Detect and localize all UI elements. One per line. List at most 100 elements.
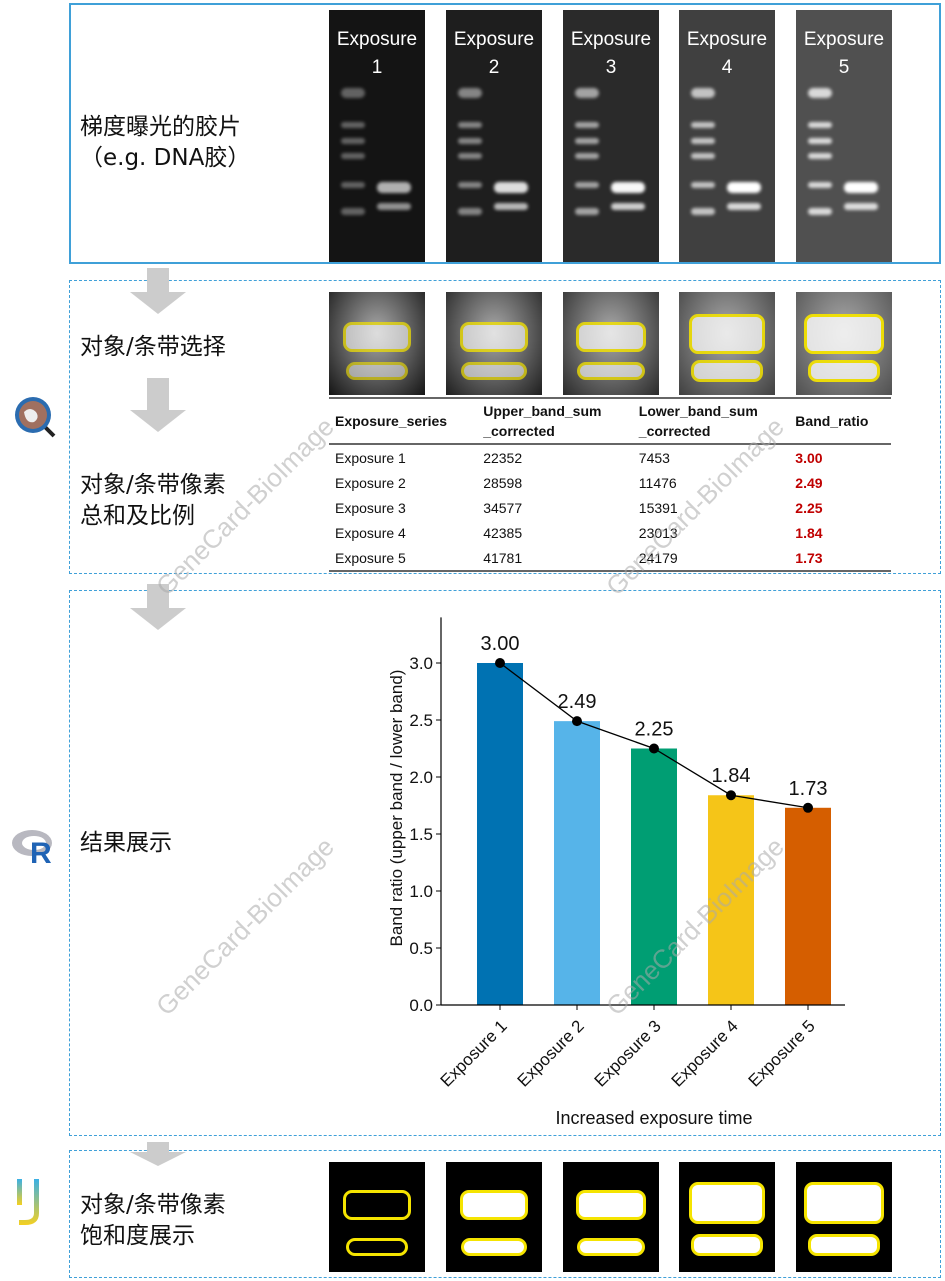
gel-image: Exposure 4 xyxy=(679,10,775,262)
bar xyxy=(631,748,677,1005)
roi-outline-lower xyxy=(808,360,880,382)
table-cell: 23013 xyxy=(638,524,678,541)
y-tick-label: 1.0 xyxy=(409,882,433,901)
ladder-band xyxy=(458,138,482,144)
label-line: 结果展示 xyxy=(80,830,172,856)
imagej-logo-icon xyxy=(17,1179,39,1225)
gel-title: Exposure 4 xyxy=(679,26,775,82)
ladder-band xyxy=(808,88,832,98)
gel-title-word: Exposure xyxy=(803,29,885,50)
data-label: 3.00 xyxy=(481,633,520,655)
ladder-band xyxy=(575,153,599,159)
magnifier-icon xyxy=(15,397,56,438)
column-header: Lower_band_sum _corrected xyxy=(632,397,790,445)
roi-outline-lower xyxy=(346,362,408,380)
ladder-band xyxy=(458,208,482,215)
label-line: 饱和度展示 xyxy=(80,1223,195,1249)
x-tick-label: Exposure 4 xyxy=(668,1016,742,1090)
x-tick-label: Exposure 3 xyxy=(591,1016,665,1090)
y-tick-label: 3.0 xyxy=(409,654,433,673)
ladder-band xyxy=(458,88,482,98)
sample-band xyxy=(727,182,761,193)
ladder-band xyxy=(575,208,599,215)
ladder-band xyxy=(691,153,715,159)
saturation-image xyxy=(563,1162,659,1272)
gel-title-number: 3 xyxy=(605,57,617,78)
table-row: Exposure 4 42385 23013 1.84 xyxy=(329,520,891,545)
sample-band xyxy=(494,203,528,210)
gel-title-word: Exposure xyxy=(686,29,768,50)
table-cell: 42385 xyxy=(483,524,523,541)
r-logo-icon: R xyxy=(12,830,52,867)
sample-band xyxy=(727,203,761,210)
table-cell: 11476 xyxy=(638,474,677,491)
x-tick-label: Exposure 2 xyxy=(514,1016,588,1090)
ladder-band xyxy=(575,182,599,188)
data-label: 1.84 xyxy=(712,765,751,787)
table-cell: 7453 xyxy=(638,449,670,466)
saturation-roi-lower xyxy=(577,1238,645,1256)
saturation-roi-upper xyxy=(689,1182,765,1224)
gel-title-word: Exposure xyxy=(453,29,535,50)
y-tick-label: 0.5 xyxy=(409,939,433,958)
gel-title-number: 5 xyxy=(838,57,850,78)
ladder-band xyxy=(341,88,365,98)
gel-image: Exposure 5 xyxy=(796,10,892,262)
sample-band xyxy=(494,182,528,193)
table-cell: Exposure 1 xyxy=(335,449,406,466)
ladder-band xyxy=(458,182,482,188)
ladder-band xyxy=(341,122,365,128)
y-axis-title: Band ratio (upper band / lower band) xyxy=(387,670,406,947)
down-arrow-icon xyxy=(130,268,186,314)
label-line: 梯度曝光的胶片 xyxy=(80,114,241,140)
ladder-band xyxy=(691,122,715,128)
saturation-image xyxy=(796,1162,892,1272)
table-cell: 22352 xyxy=(483,449,523,466)
sample-band xyxy=(377,182,411,193)
column-header: Upper_band_sum _corrected xyxy=(477,397,633,445)
roi-outline-upper xyxy=(343,322,411,352)
data-label: 2.25 xyxy=(635,719,674,741)
ladder-band xyxy=(808,122,832,128)
label-line: 对象/条带选择 xyxy=(80,334,226,360)
band-crop-image xyxy=(796,292,892,395)
data-point xyxy=(726,790,736,801)
bar xyxy=(708,795,754,1005)
y-tick-label: 1.5 xyxy=(409,825,433,844)
table-cell: 1.73 xyxy=(789,545,891,572)
step-label-saturation: 对象/条带像素饱和度展示 xyxy=(80,1190,226,1252)
saturation-roi-lower xyxy=(808,1234,880,1256)
panel-gel-exposures xyxy=(69,3,941,264)
ladder-band xyxy=(808,138,832,144)
sample-band xyxy=(611,203,645,210)
data-point xyxy=(649,743,659,754)
table-cell: Exposure 4 xyxy=(335,524,406,541)
ladder-band xyxy=(808,182,832,188)
gel-title-number: 1 xyxy=(371,57,383,78)
saturation-roi-upper xyxy=(804,1182,884,1224)
ladder-band xyxy=(575,138,599,144)
saturation-image xyxy=(329,1162,425,1272)
gel-title-number: 4 xyxy=(721,57,733,78)
sample-band xyxy=(377,203,411,210)
data-point xyxy=(572,716,582,727)
ladder-band xyxy=(808,208,832,215)
column-header: Exposure_series xyxy=(329,397,478,445)
label-line: 对象/条带像素 xyxy=(80,1192,226,1218)
sample-band xyxy=(611,182,645,193)
ladder-band xyxy=(691,138,715,144)
down-arrow-icon xyxy=(130,378,186,432)
ladder-band xyxy=(691,88,715,98)
ladder-band xyxy=(458,153,482,159)
saturation-roi-upper xyxy=(460,1190,528,1220)
saturation-image xyxy=(446,1162,542,1272)
roi-outline-upper xyxy=(576,322,646,352)
table-cell: 1.84 xyxy=(795,524,823,541)
